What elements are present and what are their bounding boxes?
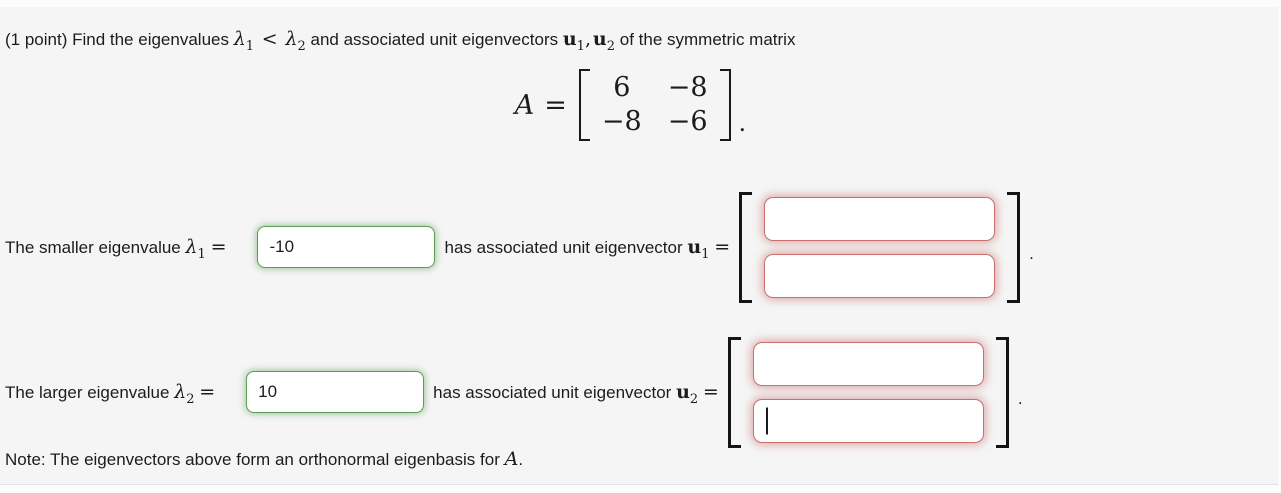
matrix-left-bracket bbox=[578, 69, 590, 141]
vector-left-bracket bbox=[739, 191, 753, 303]
problem-panel: (1 point) Find the eigenvalues λ1 < λ2 a… bbox=[0, 7, 1278, 485]
eigenvector2-group bbox=[727, 336, 1009, 448]
eigenvector1-label: has associated unit eigenvector u1 = bbox=[444, 236, 731, 262]
u2-symbol: u2 bbox=[676, 381, 699, 407]
statement-prefix: (1 point) Find the eigenvalues bbox=[5, 30, 229, 49]
eigenvalue1-label-text: The smaller eigenvalue bbox=[5, 238, 181, 257]
note-text: Note: The eigenvectors above form an ort… bbox=[5, 448, 523, 470]
matrix-cell-01: −8 bbox=[667, 72, 708, 103]
vector-right-bracket bbox=[1007, 191, 1021, 303]
sentence-period: . bbox=[1029, 244, 1034, 263]
matrix-cell-10: −8 bbox=[601, 106, 642, 137]
matrix-right-bracket bbox=[719, 69, 731, 141]
problem-statement: (1 point) Find the eigenvalues λ1 < λ2 a… bbox=[5, 27, 796, 54]
equals-sign: = bbox=[702, 381, 719, 403]
lambda-2-symbol: λ2 bbox=[174, 381, 195, 407]
less-than-symbol: < bbox=[261, 28, 278, 50]
eigenvector1-label-text: has associated unit eigenvector bbox=[444, 238, 683, 257]
eigenvector2-entries bbox=[741, 337, 996, 448]
statement-suffix: of the symmetric matrix bbox=[619, 30, 796, 49]
eigenvector2-label-text: has associated unit eigenvector bbox=[433, 383, 672, 402]
eigenvector1-entry2-input[interactable] bbox=[764, 253, 996, 298]
eigenvalue1-label: The smaller eigenvalue λ1 = bbox=[5, 236, 227, 262]
statement-middle: and associated unit eigenvectors bbox=[310, 30, 559, 49]
eigenvector1-entries bbox=[752, 192, 1007, 303]
vector-left-bracket bbox=[727, 336, 741, 448]
eigenvector1-group bbox=[739, 191, 1021, 303]
matrix-period: . bbox=[738, 109, 747, 137]
matrix-cell-00: 6 bbox=[613, 72, 631, 103]
eigenvalue2-input[interactable] bbox=[246, 371, 425, 413]
lambda-1-symbol: λ1 bbox=[233, 28, 255, 54]
note-prefix: Note: The eigenvectors above form an ort… bbox=[5, 450, 500, 469]
eigenvalue1-row: The smaller eigenvalue λ1 = has associat… bbox=[5, 188, 1034, 306]
eigenvector1-entry1-input[interactable] bbox=[764, 196, 996, 241]
note-period: . bbox=[518, 450, 524, 469]
eigenvector2-entry2-input[interactable] bbox=[752, 398, 984, 443]
lambda-2-symbol: λ2 bbox=[285, 28, 306, 54]
eigenvector2-entry1-input[interactable] bbox=[752, 341, 984, 386]
matrix-name: A bbox=[514, 89, 535, 121]
sentence-period: . bbox=[1017, 389, 1023, 408]
eigenvalue2-label: The larger eigenvalue λ2 = bbox=[5, 381, 216, 407]
u-vectors-symbols: u1, u2 bbox=[562, 28, 616, 54]
matrix-cells: 6 −8 −8 −6 bbox=[592, 69, 718, 141]
u1-symbol: u1 bbox=[687, 236, 710, 262]
eigenvalue2-row: The larger eigenvalue λ2 = has associate… bbox=[5, 333, 1023, 451]
lambda-1-symbol: λ1 bbox=[185, 236, 206, 262]
text-cursor bbox=[765, 407, 768, 434]
eigenvector2-label: has associated unit eigenvector u2 = bbox=[433, 381, 719, 407]
eigenvalue1-input[interactable] bbox=[257, 226, 436, 268]
vector-right-bracket bbox=[995, 336, 1009, 448]
equals-sign: = bbox=[714, 236, 731, 258]
equals-sign: = bbox=[544, 89, 567, 121]
matrix-name-symbol: A bbox=[504, 448, 519, 470]
eigenvalue2-label-text: The larger eigenvalue bbox=[5, 383, 170, 402]
matrix-equation: A = 6 −8 −8 −6 . bbox=[0, 69, 1261, 141]
matrix-cell-11: −6 bbox=[667, 106, 708, 137]
equals-sign: = bbox=[210, 236, 227, 258]
equals-sign: = bbox=[199, 381, 216, 403]
